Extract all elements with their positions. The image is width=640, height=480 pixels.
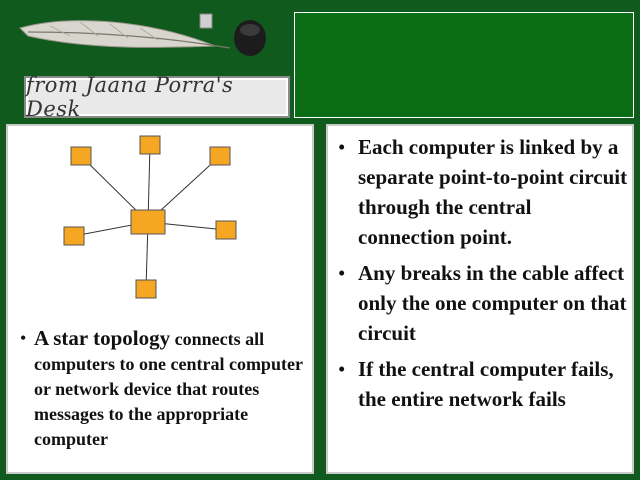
caption-bullet: • (20, 328, 27, 348)
diagram-caption: • A star topology connects all computers… (20, 326, 305, 452)
computer-node (215, 220, 237, 240)
caption-lead: A star topology (34, 326, 171, 350)
title-frame (294, 12, 634, 118)
notes-list: • Each computer is linked by a separate … (334, 132, 630, 420)
link-line (147, 144, 151, 223)
computer-node (135, 279, 157, 299)
computer-node (209, 146, 231, 166)
header-art: from Jaana Porra's Desk (10, 6, 290, 121)
computer-node (70, 146, 92, 166)
bullet-marker: • (338, 261, 346, 285)
star-topology-diagram (63, 135, 237, 299)
brand-plate: from Jaana Porra's Desk (24, 73, 290, 121)
caption-rest: connects all computers to one central co… (34, 329, 303, 449)
bullet-text: Any breaks in the cable affect only the … (358, 261, 627, 345)
quill-inkwell-icon (19, 13, 266, 56)
list-item: • Each computer is linked by a separate … (334, 132, 630, 252)
bullet-marker: • (338, 135, 346, 159)
list-item: • If the central computer fails, the ent… (334, 354, 630, 414)
bullet-text: If the central computer fails, the entir… (358, 357, 614, 411)
diagram-panel: • A star topology connects all computers… (6, 124, 314, 474)
hub-node (130, 209, 166, 235)
computer-node (63, 226, 85, 246)
computer-node (139, 135, 161, 155)
bullet-text: Each computer is linked by a separate po… (358, 135, 628, 249)
list-item: • Any breaks in the cable affect only th… (334, 258, 630, 348)
brand-text: from Jaana Porra's Desk (26, 73, 234, 121)
bullet-marker: • (338, 357, 346, 381)
notes-panel: • Each computer is linked by a separate … (326, 124, 634, 474)
